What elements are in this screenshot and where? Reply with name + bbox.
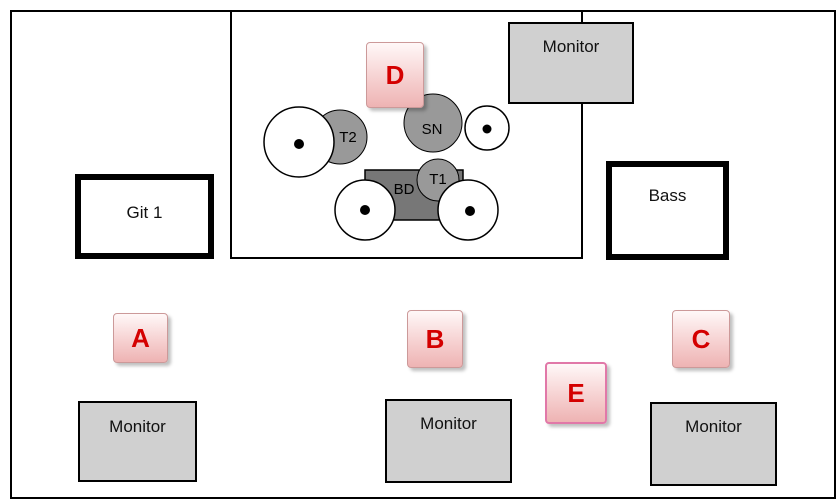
position-marker-d-label: D [385,59,405,90]
position-marker-c: C [672,310,730,368]
position-marker-e-label: E [567,377,585,408]
position-marker-d: D [366,42,424,108]
cymbal-left-stand [294,139,304,149]
bass-amp-label: Bass [648,186,687,205]
snare-label: SN [422,121,443,138]
position-marker-b: B [407,310,463,368]
monitor-center: Monitor [385,399,512,483]
monitor-right: Monitor [650,402,777,486]
tom-1-label: T1 [429,171,447,188]
guitar-amp-label: Git 1 [126,203,163,222]
position-marker-e: E [545,362,607,424]
position-marker-b-label: B [425,323,445,354]
monitor-right-label: Monitor [685,417,742,436]
cymbal-bottom-left-stand [360,205,370,215]
position-marker-a: A [113,313,168,363]
snare-drum [403,93,463,153]
monitor-left: Monitor [78,401,197,482]
position-marker-c-label: C [691,323,711,354]
monitor-drums: Monitor [508,22,634,104]
tom-2-label: T2 [339,129,357,146]
monitor-drums-label: Monitor [542,37,600,56]
monitor-left-label: Monitor [109,417,166,436]
hi-hat-stand [482,124,492,134]
cymbal-bottom-right-stand [465,206,475,216]
position-marker-a-label: A [131,322,150,353]
bass-amp: Bass [606,161,729,260]
monitor-center-label: Monitor [420,414,477,433]
bass-drum-label: BD [394,181,415,198]
guitar-amp: Git 1 [75,174,214,259]
